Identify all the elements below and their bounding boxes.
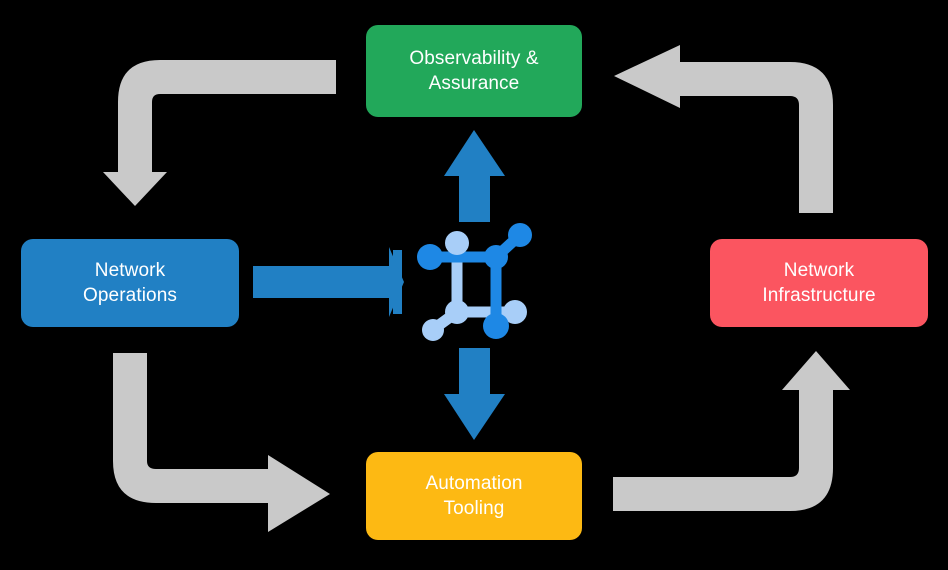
node-automation-tooling[interactable]: Automation Tooling [366, 452, 582, 540]
blue-arrow-right [253, 247, 404, 317]
network-topology-icon [417, 223, 532, 341]
node-observability-assurance[interactable]: Observability & Assurance [366, 25, 582, 117]
blue-arrow-up [444, 130, 505, 222]
gray-arrow-top-left [103, 60, 336, 206]
node-automation-tooling-label: Automation Tooling [425, 472, 523, 519]
gray-arrow-bottom-left [113, 353, 330, 532]
node-network-infrastructure-label: Network Infrastructure [762, 259, 876, 306]
gray-arrow-bottom-right [613, 351, 850, 511]
node-network-infrastructure[interactable]: Network Infrastructure [710, 239, 928, 327]
gray-arrow-top-right [614, 45, 833, 213]
blue-arrow-down [444, 348, 505, 440]
node-network-operations[interactable]: Network Operations [21, 239, 239, 327]
node-observability-assurance-label: Observability & Assurance [409, 47, 539, 94]
node-network-operations-label: Network Operations [83, 259, 177, 306]
